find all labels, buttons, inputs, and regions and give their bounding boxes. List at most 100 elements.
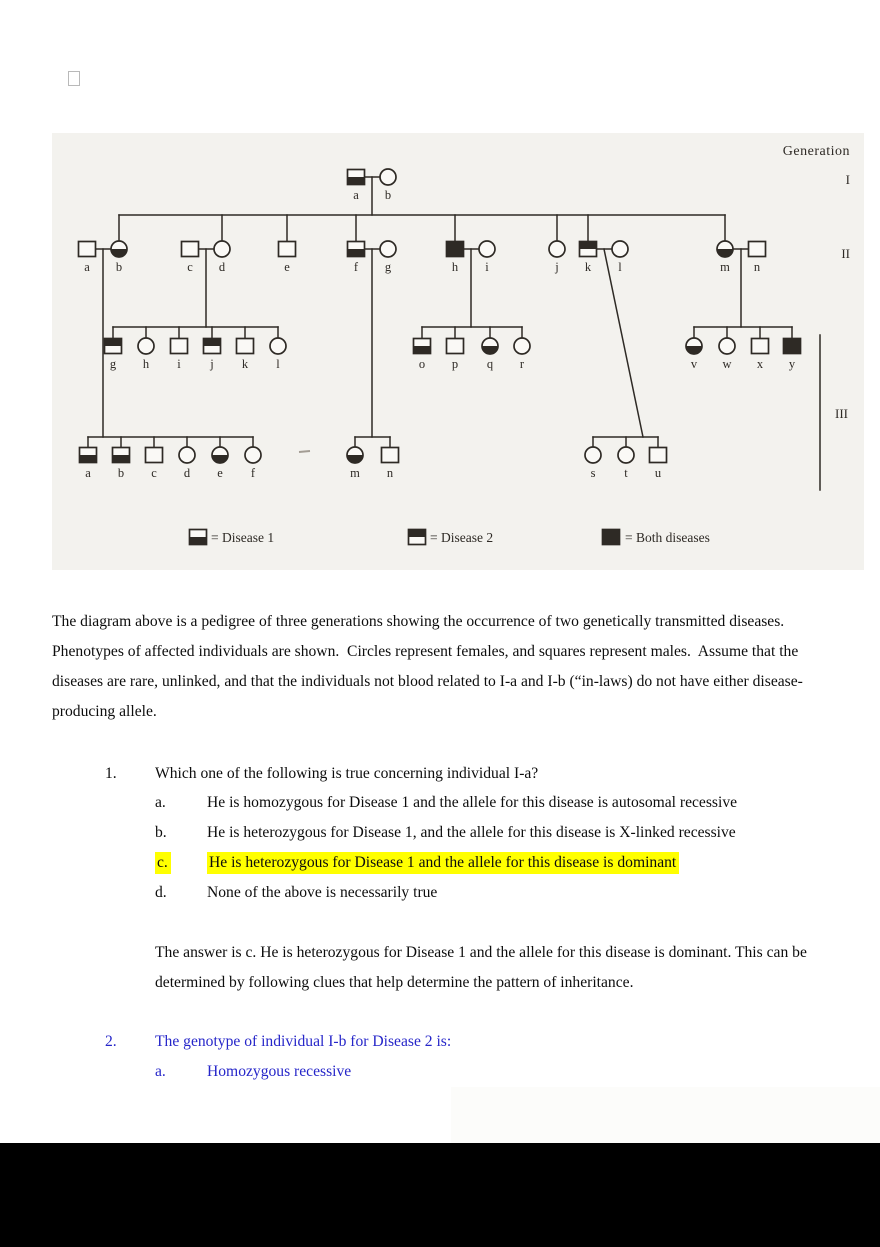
svg-text:a: a — [353, 188, 359, 202]
individual-II-h: h — [445, 240, 465, 274]
svg-text:b: b — [118, 466, 124, 480]
svg-text:m: m — [350, 466, 360, 480]
individual-III-s: s — [584, 446, 602, 480]
svg-text:u: u — [655, 466, 662, 480]
generation-tick-III: III — [835, 406, 848, 421]
question-1-option-c-text: He is heterozygous for Disease 1 and the… — [207, 852, 680, 874]
question-1-option-a-text: He is homozygous for Disease 1 and the a… — [207, 794, 738, 811]
svg-text:j: j — [209, 357, 213, 371]
individual-III-g: g — [103, 337, 123, 371]
question-2-number: 2. — [105, 1033, 117, 1050]
individual-III-t: t — [617, 446, 635, 480]
individual-III-l: l — [269, 337, 287, 371]
svg-text:a: a — [84, 260, 90, 274]
individual-I-a: a — [346, 168, 366, 202]
individual-III-c: c — [144, 446, 164, 480]
svg-text:s: s — [591, 466, 596, 480]
svg-text:c: c — [151, 466, 157, 480]
highlighted-answer-text: He is heterozygous for Disease 1 and the… — [207, 852, 680, 874]
svg-text:r: r — [520, 357, 525, 371]
question-1-option-d-letter: d. — [155, 884, 167, 901]
individual-III-h: h — [137, 337, 155, 371]
question-1-number: 1. — [105, 765, 117, 782]
individual-III-o: o — [412, 337, 432, 371]
question-1-option-b-text: He is heterozygous for Disease 1, and th… — [207, 824, 736, 841]
missing-glyph-box — [68, 71, 80, 86]
svg-text:f: f — [354, 260, 359, 274]
individual-III-m: m — [346, 446, 364, 480]
individual-III-y: y — [782, 337, 802, 371]
question-2-option-a-text: Homozygous recessive — [207, 1063, 352, 1080]
legend-item-3: = Both diseases — [601, 528, 710, 546]
svg-text:t: t — [624, 466, 628, 480]
individual-III-u: u — [648, 446, 668, 480]
individual-III-q: q — [481, 337, 499, 371]
svg-text:x: x — [757, 357, 764, 371]
individual-III-f: f — [244, 446, 262, 480]
svg-text:o: o — [419, 357, 425, 371]
svg-text:d: d — [219, 260, 226, 274]
svg-text:b: b — [385, 188, 391, 202]
question-1-option-b-letter: b. — [155, 824, 167, 841]
intro-paragraph: The diagram above is a pedigree of three… — [52, 613, 803, 720]
generation-tick-II: II — [841, 246, 850, 261]
individual-II-d: d — [213, 240, 231, 274]
svg-text:n: n — [754, 260, 761, 274]
individual-III-j: j — [202, 337, 222, 371]
svg-text:e: e — [284, 260, 290, 274]
individual-III-n: n — [380, 446, 400, 480]
svg-text:p: p — [452, 357, 458, 371]
individual-III-r: r — [513, 337, 531, 371]
svg-text:d: d — [184, 466, 191, 480]
individual-II-l: l — [611, 240, 629, 274]
svg-text:i: i — [177, 357, 181, 371]
svg-text:k: k — [242, 357, 249, 371]
individual-II-e: e — [277, 240, 297, 274]
question-2-option-a-letter: a. — [155, 1063, 166, 1080]
individual-III-d: d — [178, 446, 196, 480]
individual-III-b: b — [111, 446, 131, 480]
individual-II-b: b — [110, 240, 128, 274]
svg-text:e: e — [217, 466, 223, 480]
svg-text:m: m — [720, 260, 730, 274]
svg-text:= Disease 2: = Disease 2 — [430, 530, 493, 545]
individual-II-k: k — [578, 240, 598, 274]
individual-I-b: b — [379, 168, 397, 202]
answer-paragraph: The answer is c. He is heterozygous for … — [155, 944, 811, 991]
question-2-text: The genotype of individual I-b for Disea… — [155, 1033, 452, 1050]
svg-text:f: f — [251, 466, 256, 480]
pedigree-diagram: a b a b c d e f g h i j k l m n g h i j k l o p q r v w x y a b c d e f m n s t… — [77, 144, 850, 546]
svg-text:k: k — [585, 260, 592, 274]
svg-text:g: g — [385, 260, 392, 274]
individual-II-i: i — [478, 240, 496, 274]
svg-text:a: a — [85, 466, 91, 480]
svg-text:b: b — [116, 260, 122, 274]
individual-III-e: e — [211, 446, 229, 480]
svg-text:g: g — [110, 357, 117, 371]
svg-text:c: c — [187, 260, 193, 274]
footer-black-bar — [0, 1143, 880, 1247]
svg-text:v: v — [691, 357, 698, 371]
highlighted-letter: c. — [155, 852, 171, 874]
individual-III-i: i — [169, 337, 189, 371]
svg-text:n: n — [387, 466, 394, 480]
svg-text:w: w — [722, 357, 731, 371]
individual-II-f: f — [346, 240, 366, 274]
legend-item-2: = Disease 2 — [407, 528, 493, 546]
legend-item-1: = Disease 1 — [188, 528, 274, 546]
individual-III-k: k — [235, 337, 255, 371]
pedigree-figure: a b a b c d e f g h i j k l m n g h i j k l o p q r v w x y a b c d e f m n s t… — [52, 133, 864, 570]
individual-III-w: w — [718, 337, 736, 371]
svg-text:j: j — [554, 260, 558, 274]
individual-III-x: x — [750, 337, 770, 371]
individual-II-m: m — [716, 240, 734, 274]
svg-text:= Disease 1: = Disease 1 — [211, 530, 274, 545]
question-1-option-c-letter: c. — [155, 852, 171, 874]
svg-text:= Both diseases: = Both diseases — [625, 530, 710, 545]
generation-tick-I: I — [846, 172, 850, 187]
individual-II-j: j — [548, 240, 566, 274]
svg-text:l: l — [276, 357, 280, 371]
individual-II-c: c — [180, 240, 200, 274]
svg-text:h: h — [452, 260, 459, 274]
